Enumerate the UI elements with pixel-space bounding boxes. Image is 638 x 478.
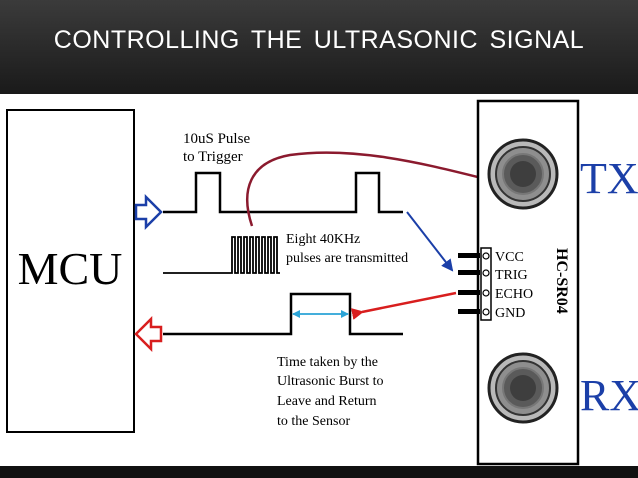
slide-title: CONTROLLING THE ULTRASONIC SIGNAL xyxy=(53,26,585,54)
pin-label-echo: ECHO xyxy=(495,287,533,302)
sensor-pins xyxy=(458,247,492,321)
time-label-line3: Leave and Return xyxy=(277,394,377,409)
pin-label-trig: TRIG xyxy=(495,268,528,283)
tx-label: TX xyxy=(580,154,638,203)
tx-transducer xyxy=(487,138,559,210)
echo-return-arrow xyxy=(351,291,457,320)
time-label-line2: Ultrasonic Burst to xyxy=(277,374,384,389)
trigger-to-tx-arrow xyxy=(246,151,492,227)
echo-waveform xyxy=(163,292,403,336)
input-arrow xyxy=(134,193,163,231)
slide-header: CONTROLLING THE ULTRASONIC SIGNAL xyxy=(0,0,638,94)
trigger-label-line1: 10uS Pulse xyxy=(183,131,250,147)
time-label-line4: to the Sensor xyxy=(277,414,350,429)
rx-label: RX xyxy=(580,371,638,420)
burst-label-line1: Eight 40KHz xyxy=(286,232,360,247)
slide-footer xyxy=(0,466,638,478)
mcu-box xyxy=(6,109,135,433)
trigger-label-line2: to Trigger xyxy=(183,149,243,165)
pin-label-vcc: VCC xyxy=(495,250,524,265)
burst-waveform xyxy=(163,236,280,274)
mcu-label: MCU xyxy=(18,243,123,294)
burst-label-line2: pulses are transmitted xyxy=(286,251,408,266)
rx-transducer xyxy=(487,352,559,424)
time-label-line1: Time taken by the xyxy=(277,355,378,370)
pin-label-gnd: GND xyxy=(495,306,525,321)
sensor-model-label: HC-SR04 xyxy=(553,248,570,314)
trig-pin-arrow xyxy=(406,211,454,272)
output-arrow xyxy=(134,315,163,353)
trigger-waveform xyxy=(163,171,403,214)
